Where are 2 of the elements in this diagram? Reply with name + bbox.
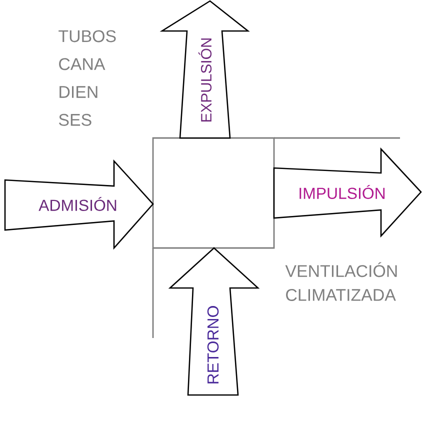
label-text: TUBOS CANA DIEN SES [58,30,116,126]
label-text: VENTILACIÓN CLIMATIZADA [285,262,397,301]
